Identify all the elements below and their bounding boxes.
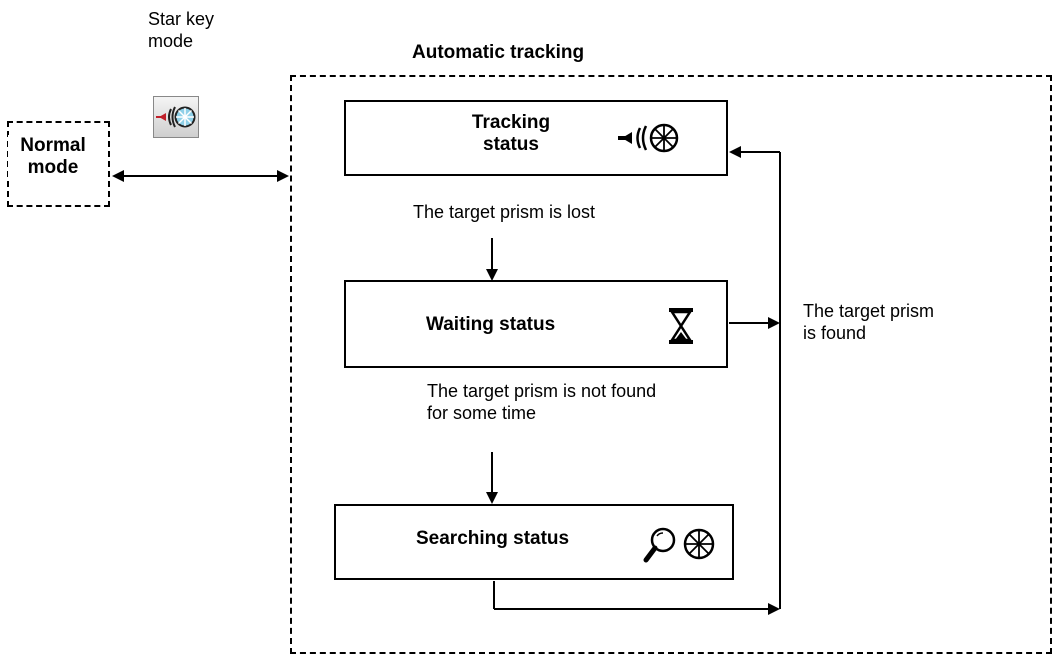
transition-lost-label: The target prism is lost [413,202,596,222]
transition-found-line2: is found [803,323,867,343]
normal-mode-line1: Normal [20,135,86,156]
searching-status-box: Searching status [334,504,734,580]
transition-not-found-line2: for some time [427,403,537,423]
tracking-signal-icon [156,106,196,128]
mode-switch-arrow [112,170,289,182]
tracking-arrow-icon [618,123,679,153]
tracking-status-line1: Tracking [471,112,551,133]
star-key-label-line1: Star key [148,9,215,29]
automatic-tracking-title: Automatic tracking [412,42,585,63]
automatic-tracking-region [290,75,1052,654]
waiting-status-box: Waiting status [344,280,728,368]
tracking-status-line2: status [483,134,539,155]
magnifier-prism-icon [643,527,715,563]
transition-found-label: The target prism is found [803,300,934,344]
transition-found-line1: The target prism [803,301,935,321]
normal-mode-line2: mode [27,157,79,178]
tracking-status-label: Tracking status [406,112,616,156]
normal-mode-label: Normal mode [8,135,98,179]
hourglass-icon [669,308,693,344]
not-found-arrow [486,452,498,504]
star-key-button[interactable] [153,96,199,138]
found-return-arrow [729,146,781,609]
tracking-status-box: Tracking status [344,100,728,176]
waiting-status-label: Waiting status [426,314,556,335]
searching-found-arrow [493,581,780,615]
searching-status-label: Searching status [416,528,570,549]
star-key-mode-label: Star key mode [148,8,214,52]
star-key-label-line2: mode [148,31,194,51]
transition-not-found-label: The target prism is not found for some t… [427,380,656,424]
lost-arrow [486,238,498,281]
transition-not-found-line1: The target prism is not found [427,381,657,401]
waiting-found-arrow [729,317,780,329]
